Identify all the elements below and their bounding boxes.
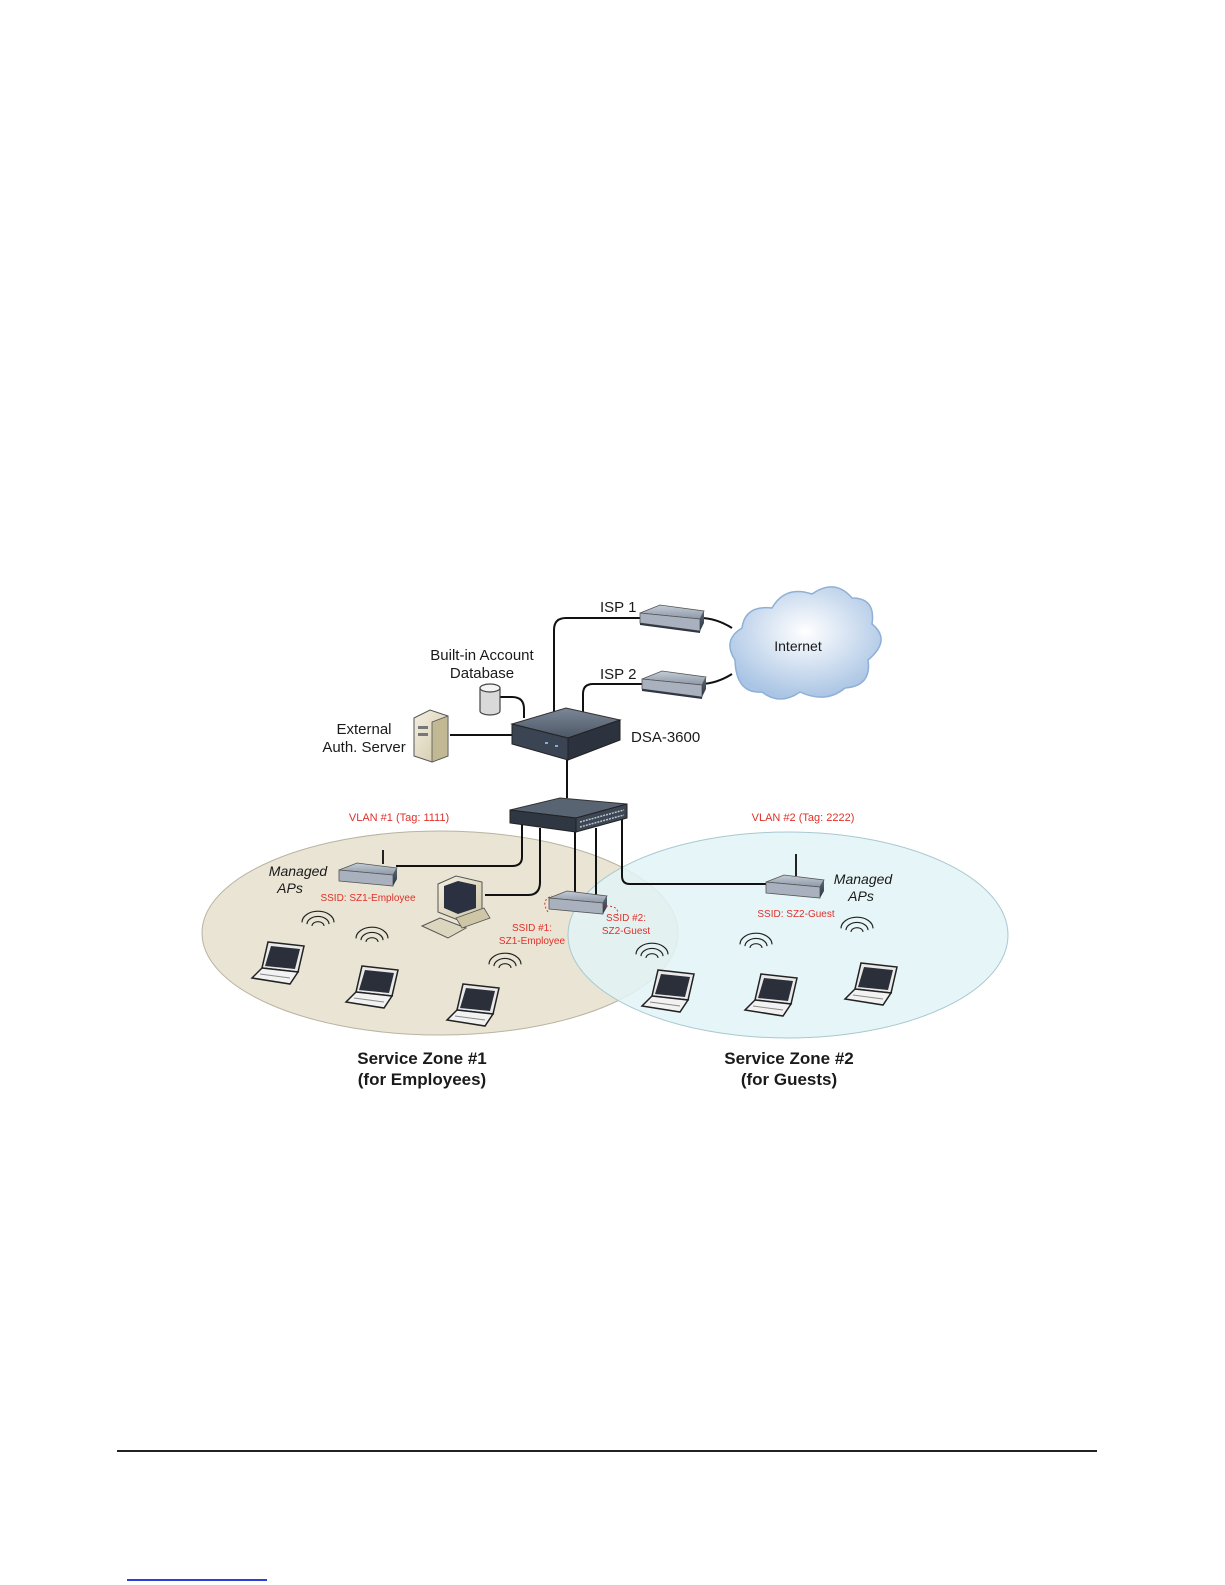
isp1-label: ISP 1 [600, 599, 636, 616]
managed-aps-left-label-line1: Managed [269, 863, 329, 879]
gateway-label: DSA-3600 [631, 729, 700, 746]
database-icon [480, 684, 500, 715]
ext-auth-label-line2: Auth. Server [322, 739, 405, 756]
switch-icon [510, 798, 627, 832]
internet-cloud-icon: Internet [730, 587, 881, 699]
builtin-db-label-line2: Database [450, 665, 514, 682]
service-zone-2-title: Service Zone #2 [724, 1049, 853, 1068]
isp1-modem-icon [640, 605, 704, 633]
builtin-db-label-line1: Built-in Account [430, 647, 534, 664]
footer-divider [117, 1450, 1097, 1452]
ssid-sz1-label: SSID: SZ1-Employee [320, 893, 415, 904]
footer-link-underline[interactable] [127, 1579, 267, 1581]
ssid-sz2-label: SSID: SZ2-Guest [757, 909, 834, 920]
managed-aps-right-label-line2: APs [847, 888, 874, 904]
gateway-device-icon [512, 708, 620, 760]
service-zone-2-subtitle: (for Guests) [741, 1070, 837, 1089]
ssid2-label-line1: SSID #2: [606, 913, 646, 924]
service-zone-1-subtitle: (for Employees) [358, 1070, 486, 1089]
managed-aps-right-label-line1: Managed [834, 871, 894, 887]
vlan2-label: VLAN #2 (Tag: 2222) [752, 812, 855, 824]
isp2-modem-icon [642, 671, 706, 699]
vlan1-label: VLAN #1 (Tag: 1111) [349, 812, 449, 824]
isp2-label: ISP 2 [600, 666, 636, 683]
managed-aps-left-label-line2: APs [276, 880, 303, 896]
ssid1-label-line1: SSID #1: [512, 923, 552, 934]
ssid1-label-line2: SZ1-Employee [499, 936, 566, 947]
auth-server-icon [414, 710, 448, 762]
ssid2-label-line2: SZ2-Guest [602, 926, 651, 937]
service-zone-1-title: Service Zone #1 [357, 1049, 486, 1068]
ext-auth-label-line1: External [336, 721, 391, 738]
internet-label: Internet [774, 638, 822, 654]
